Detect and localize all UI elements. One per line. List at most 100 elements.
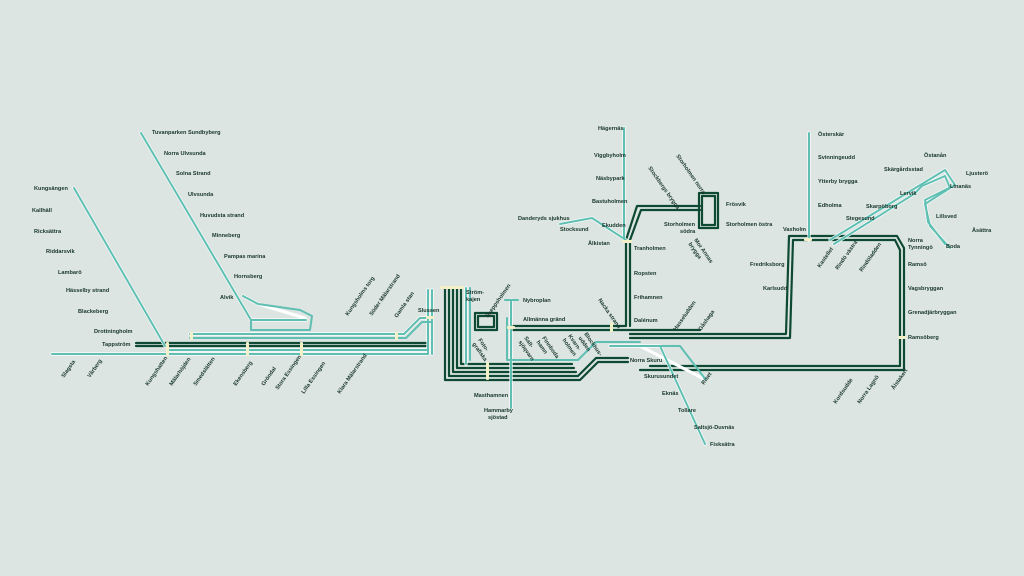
label-slagsta: Slagsta (61, 359, 78, 379)
label-slussen: Slussen (418, 308, 440, 314)
route-line-tuvan (140, 132, 307, 321)
label-fredriksborg: Fredriksborg (750, 262, 785, 268)
label-varberg: Vårberg (86, 357, 104, 379)
label-tranholmen: Tranholmen (634, 246, 666, 252)
light-route-lines (51, 127, 956, 445)
label-pampas-marina: Pampas marina (224, 254, 266, 260)
label-hagernas: Hägernäs (598, 126, 624, 132)
route-line-dark-slussen-south-1 (443, 286, 630, 382)
route-line-riset (639, 345, 707, 381)
route-line-lervik-2 (833, 175, 951, 249)
route-line-dark-ropsten-trunk (628, 208, 702, 328)
label-tuvanparken: Tuvanparken Sundbyberg (152, 130, 221, 136)
label-stocksbergs-brygga: Stockbergs brygga (646, 166, 680, 212)
route-line-dark-vaxholm-east-2 (628, 234, 906, 372)
label-alvik: Alvik (220, 295, 234, 301)
label-nybroplan: Nybroplan (523, 298, 551, 304)
label-skarpoborg: Skarpöborg (866, 204, 898, 210)
route-line-kungsangen (73, 187, 166, 347)
route-line-hammarby-2 (506, 317, 641, 361)
stop-gamla-stan (395, 332, 398, 340)
label-ulvsunda: Ulvsunda (188, 192, 214, 198)
label-mor-annas-brygga: Mor Annasbrygga (687, 238, 714, 269)
label-vagsbryggan: Vagsbryggan (908, 286, 944, 292)
label-gamla-stan: Gamla stan (394, 291, 417, 320)
stop-markers (166, 238, 906, 380)
label-skargardsstad: Skärgårdsstad (884, 166, 923, 173)
label-ropsten: Ropsten (634, 271, 657, 277)
label-fotografiska: Foto-grafiska (471, 338, 494, 364)
label-solna-strand: Solna Strand (176, 171, 211, 177)
stop-stromkajen (440, 286, 464, 289)
label-nasbypark: Näsbypark (596, 176, 625, 182)
label-norra-ulvsunda: Norra Ulvsunda (164, 151, 207, 157)
label-grenadjarbryggan: Grenadjärbryggan (908, 310, 957, 316)
route-line-lervik-2-outline (832, 174, 952, 250)
stop-vaxholm (804, 238, 812, 241)
stop-slussen (426, 316, 434, 319)
label-danderyds-sjukhus: Danderyds sjukhus (518, 216, 570, 222)
label-drottningholm: Drottningholm (94, 329, 133, 335)
label-kastellet: Kastellet (817, 246, 835, 269)
label-skurusundet: Skurusundet (644, 374, 678, 380)
label-eknas: Eknäs (662, 391, 678, 397)
label-alkistan: Ålkistan (588, 240, 610, 247)
route-line-dark-ropsten-trunk-2 (624, 204, 702, 328)
route-line-dark-stromkajen-loop-2 (476, 314, 496, 329)
stop-kungshatten (166, 342, 169, 356)
stop-ekensberg (246, 342, 249, 356)
route-line-dark-slussen-south-3 (451, 286, 578, 374)
label-rindoladden: Rindöladden (859, 241, 884, 273)
label-stocksund: Stocksund (560, 227, 589, 233)
label-kordsudde: Kordsudde (833, 378, 855, 406)
label-dalenum: Dalénum (634, 318, 658, 324)
label-boda: Boda (946, 244, 961, 250)
route-line-dark-slussen-south-4 (455, 286, 576, 370)
label-huvudsta-strand: Huvudsta strand (200, 213, 245, 219)
label-lillsved: Lillsved (936, 214, 957, 220)
stop-malarhojden (190, 332, 193, 340)
label-hasseludden: Hasseludden (673, 300, 698, 332)
label-tappstrom: Tappström (102, 342, 131, 348)
label-ljustero: Ljusterö (966, 171, 989, 177)
label-tollare: Tollare (678, 408, 696, 414)
label-saltsjoqvarn: Salt-sjöqvarn (517, 336, 541, 363)
label-rindo-vastra: Rindö västra (835, 239, 860, 271)
route-line-dark-slussen-mid (459, 286, 574, 366)
label-viggbyholm: Viggbyholm (594, 153, 626, 159)
stop-nacka-strand (610, 322, 613, 332)
label-edholma: Edholma (818, 203, 843, 209)
route-line-lervik (829, 169, 956, 245)
label-ramsoberg: Ramsöberg (908, 335, 939, 341)
route-line-dark-slussen-south-2 (447, 286, 630, 378)
label-smedslatten: Smedslätten (193, 356, 217, 387)
route-line-dark-stromkajen-loop (473, 311, 499, 332)
label-kungsangen: Kungsängen (34, 186, 68, 192)
label-frosvik: Frösvik (726, 202, 747, 208)
label-osterskar: Österskär (818, 131, 845, 138)
label-minneberg: Minneberg (212, 233, 241, 239)
label-stegesund: Stegesund (846, 216, 875, 222)
label-frihamnen: Frihamnen (634, 295, 663, 301)
route-line-dark-storholmen-loop (697, 191, 720, 230)
label-kungshatten: Kungshatten (145, 355, 170, 387)
label-hasselby-strand: Hässelby strand (66, 288, 110, 294)
label-ytterby-brygga: Ytterby brygga (818, 179, 858, 185)
route-line-kungsholms-outline (188, 316, 430, 336)
label-hornsberg: Hornsberg (234, 274, 263, 280)
label-ekudden: Ekudden (602, 223, 626, 229)
label-ekensberg: Ekensberg (233, 360, 255, 387)
route-line-riset-outline (638, 344, 708, 382)
route-line-tuvan-2 (242, 295, 313, 331)
label-svinningeudd: Svinningeudd (818, 155, 856, 161)
label-lervik: Lervik (900, 191, 917, 197)
label-saltsjo-duvnas: Saltsjö-Duvnäs (694, 425, 734, 431)
label-karlsudd: Karlsudd (763, 286, 788, 292)
label-linanas: Linanäs (950, 184, 971, 190)
stop-allmanna-grand (507, 326, 515, 329)
route-line-dark-vaxholm-east (628, 238, 902, 368)
stop-ropsten (622, 240, 632, 243)
